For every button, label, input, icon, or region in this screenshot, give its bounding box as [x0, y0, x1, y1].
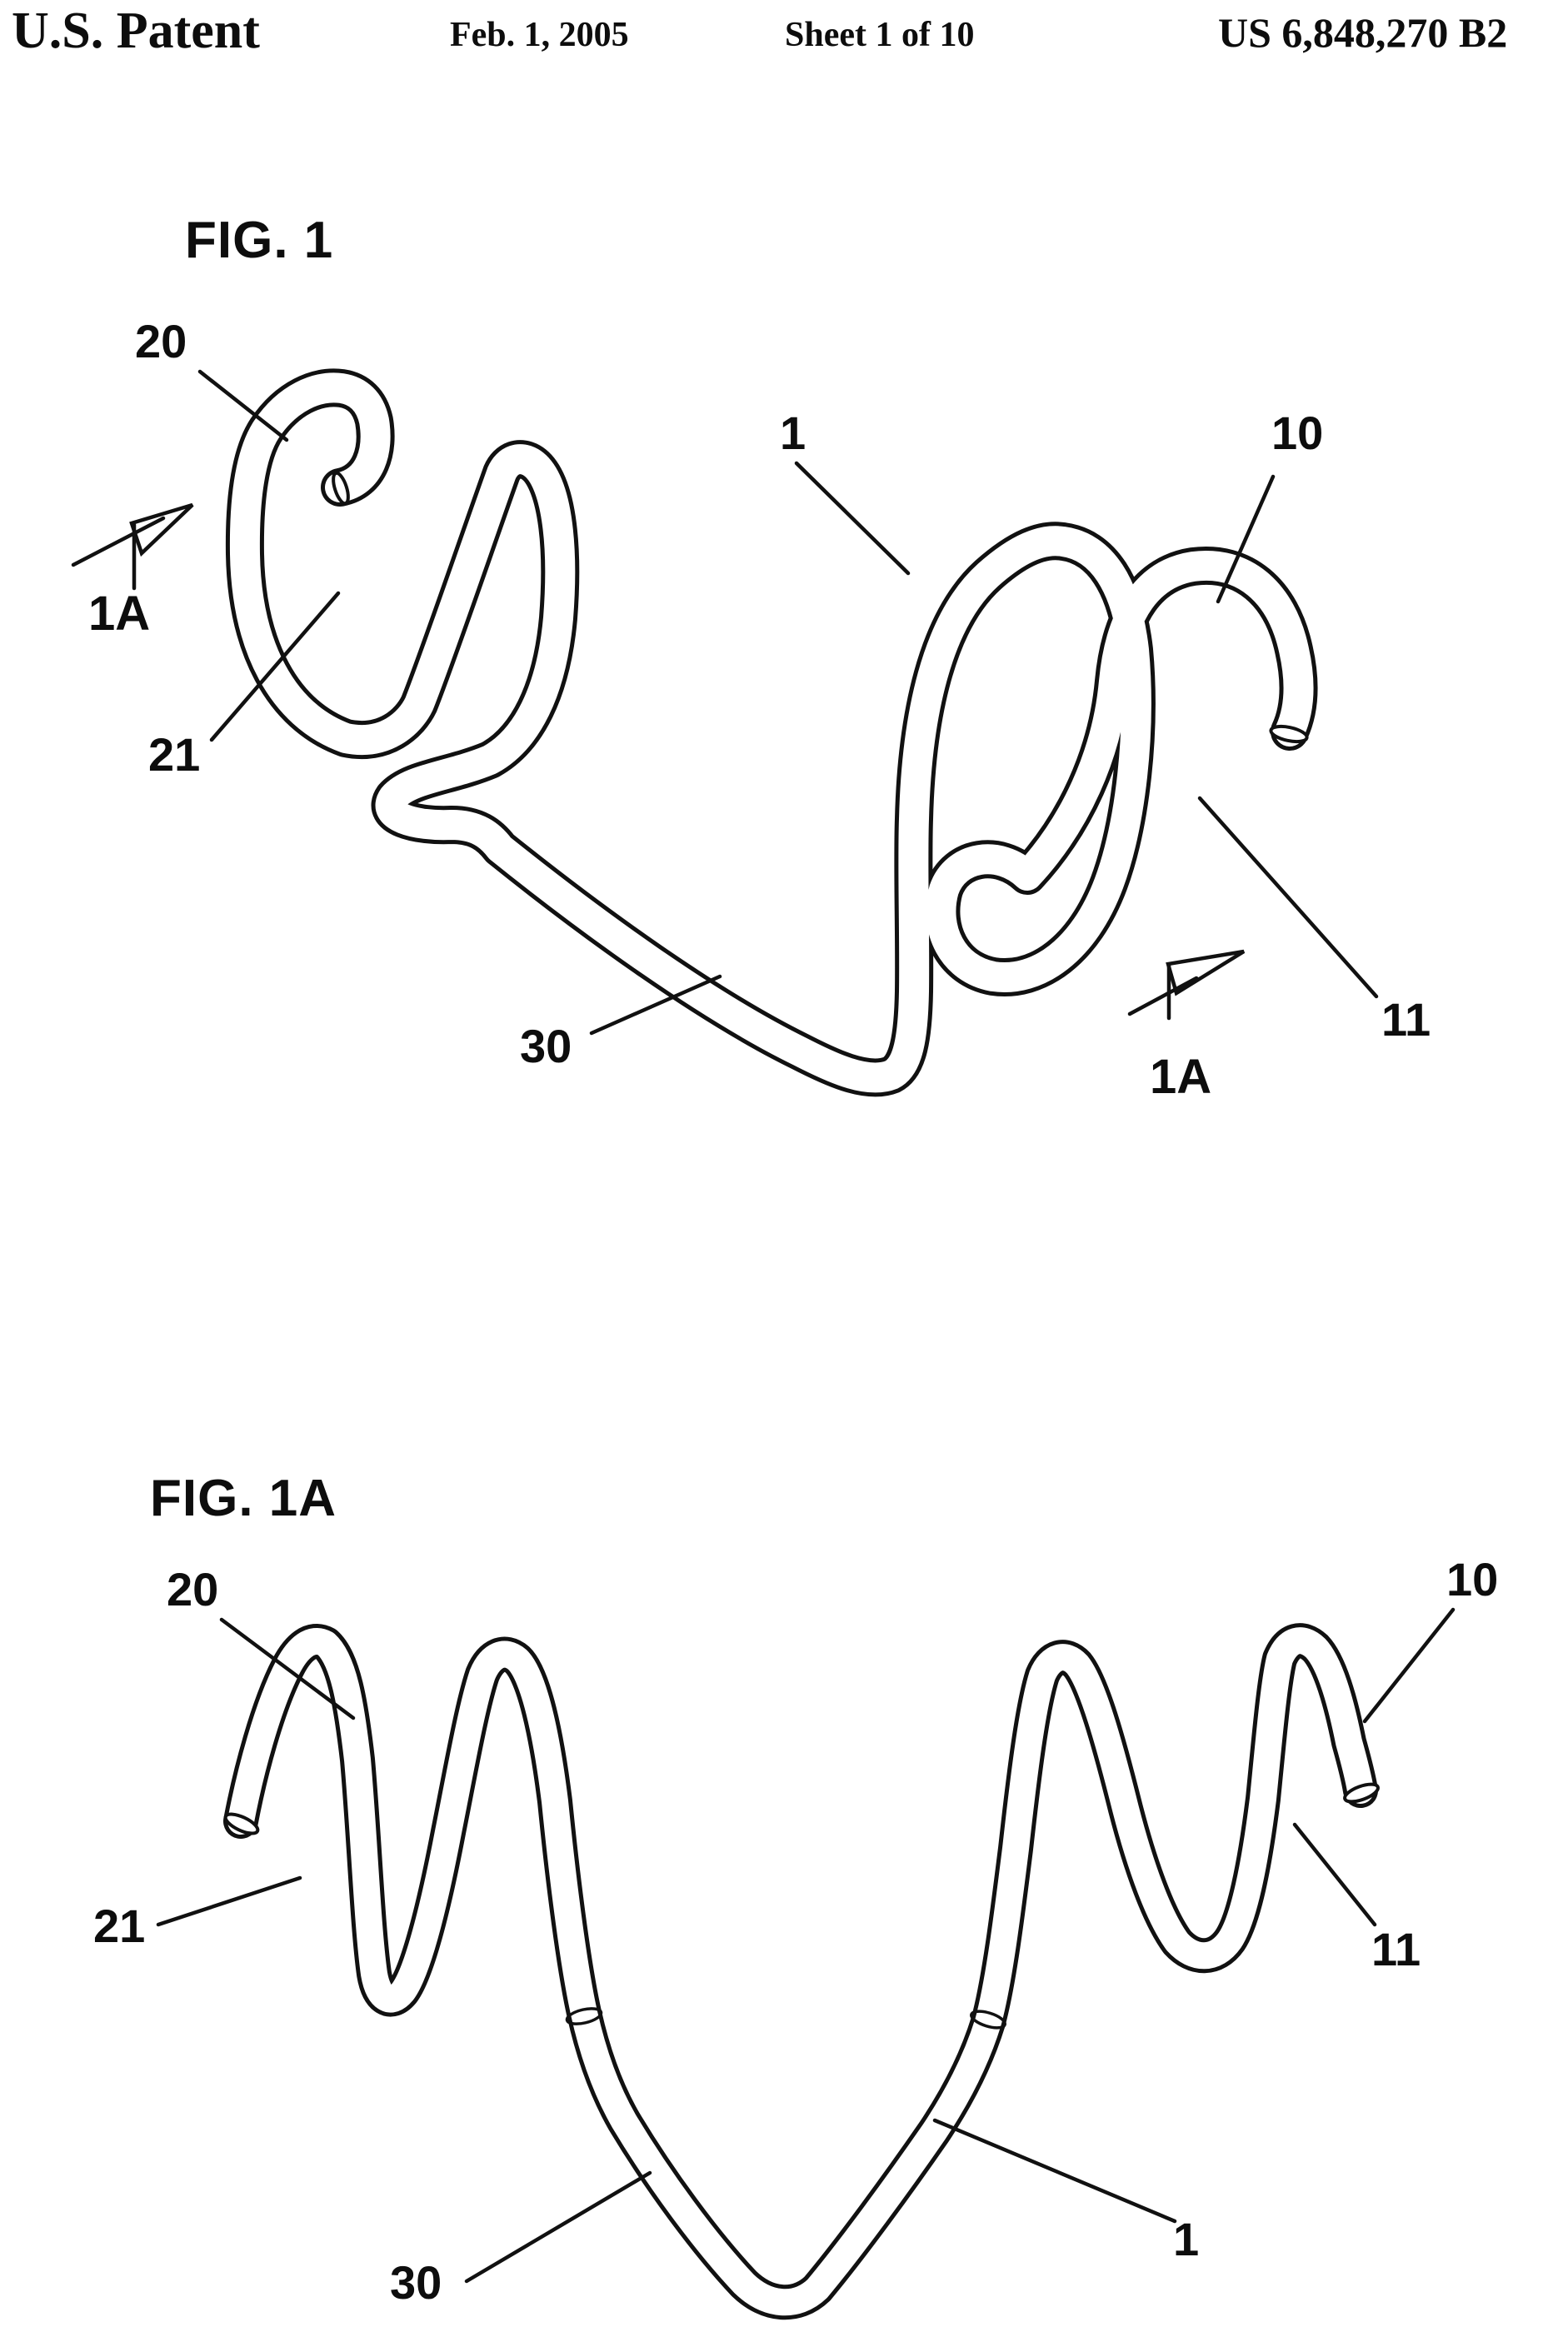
fig1a-joint-left: [565, 2007, 603, 2025]
fig1-section-label-left: 1A: [88, 587, 151, 641]
fig1-cut-end-20: [332, 471, 350, 506]
fig1-section-label-bottom: 1A: [1150, 1050, 1212, 1104]
fig1-ref-10: 10: [1271, 407, 1324, 459]
fig1-drawing: [71, 369, 1379, 1077]
fig1a-cut-end-10: [1343, 1782, 1380, 1804]
fig1-ref-30: 30: [520, 1020, 572, 1072]
fig1-cut-end-10: [1269, 724, 1309, 744]
fig1a-ref-1: 1: [1173, 2213, 1200, 2265]
fig1-leader-30: [589, 974, 722, 1036]
fig1a-ref-20: 20: [167, 1563, 219, 1615]
fig1-leader-1: [794, 461, 911, 576]
fig1-caption: FIG. 1: [185, 212, 334, 269]
header-date: Feb. 1, 2005: [450, 16, 629, 54]
fig1-section-arrow-left: [71, 502, 194, 591]
header-patent-number: US 6,848,270 B2: [1218, 9, 1508, 56]
fig1a-ref-21: 21: [93, 1900, 146, 1952]
fig1-leader-21: [209, 591, 341, 742]
fig1a-joint-right: [970, 2010, 1006, 2030]
fig1-ref-20: 20: [135, 315, 187, 367]
fig1-leader-20: [197, 369, 289, 442]
fig1-leader-11: [1197, 796, 1379, 999]
fig1a-leader-11: [1292, 1822, 1377, 1927]
fig1-wire-body: [245, 387, 1299, 1077]
fig1a-caption: FIG. 1A: [150, 1470, 337, 1527]
fig1a-ref-10: 10: [1446, 1553, 1499, 1605]
fig1a-ref-11: 11: [1371, 1923, 1421, 1975]
fig1-ref-1: 1: [780, 407, 806, 459]
fig1-ref-11: 11: [1381, 993, 1431, 1046]
fig1a-leader-30: [464, 2170, 652, 2284]
fig1a-leader-10: [1362, 1607, 1456, 1724]
fig1a-cut-end-20: [223, 1812, 260, 1835]
fig1-ref-21: 21: [148, 728, 201, 781]
fig1a-leader-20: [219, 1617, 356, 1720]
fig1-leader-10: [1216, 474, 1276, 604]
fig1a-drawing: [156, 1607, 1456, 2302]
fig1a-ref-30: 30: [390, 2256, 442, 2309]
header-sheet-info: Sheet 1 of 10: [785, 16, 975, 54]
header-title: U.S. Patent: [12, 2, 260, 59]
fig1-section-arrow-bottom: [1127, 949, 1246, 1021]
fig1a-leader-21: [156, 1875, 302, 1927]
fig1a-leader-1: [932, 2118, 1177, 2224]
